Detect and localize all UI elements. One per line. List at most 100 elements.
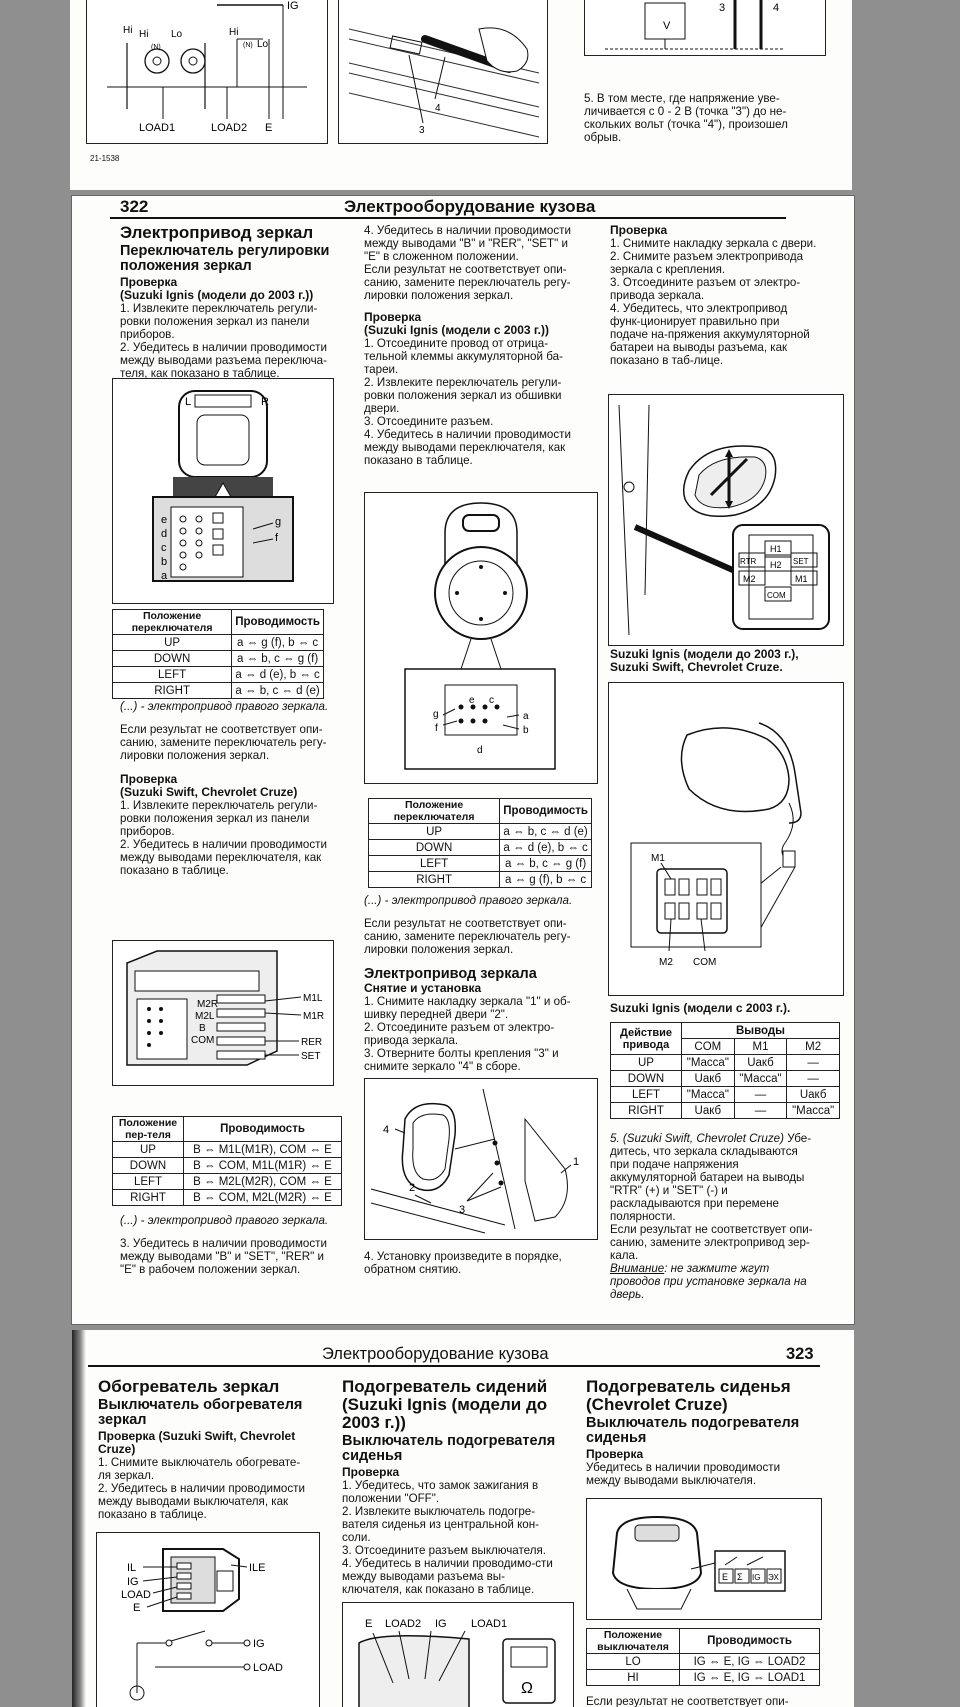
label-h1: H1 bbox=[770, 544, 782, 554]
voltmeter-illustration: V 3 4 bbox=[605, 0, 785, 50]
label-m2r: M2R bbox=[197, 999, 218, 1010]
paragraph: 4. Установку произведите в порядке, обра… bbox=[364, 1250, 562, 1276]
label-m2l: M2L bbox=[195, 1011, 215, 1022]
footnote: (...) - электропривод правого зеркала. bbox=[364, 894, 573, 907]
column-3-end: 5. (Suzuki Swift, Chevrolet Cruze) Убе-д… bbox=[610, 1132, 820, 1301]
table-header: Положение пер-теля bbox=[112, 1116, 184, 1142]
paragraph: 1. Извлеките переключатель регули-ровки … bbox=[120, 302, 318, 341]
label-m1l: M1L bbox=[303, 993, 323, 1004]
table-header: Положение переключателя bbox=[111, 609, 233, 635]
label-m2: M2 bbox=[743, 574, 756, 584]
circuit-diagram-figure: IG Hi Hi (N) Lo Hi (N) Lo LOAD1 LOAD2 E bbox=[86, 0, 328, 144]
label-load2: LOAD2 bbox=[211, 122, 247, 134]
table-cell: LEFT bbox=[112, 1173, 184, 1190]
table-header: Проводимость bbox=[231, 609, 324, 635]
table-cell: — bbox=[786, 1070, 840, 1087]
paragraph: 4. Убедитесь в наличии проводимости межд… bbox=[364, 428, 571, 467]
label-ig: IG bbox=[253, 1638, 265, 1650]
table-cell: "Масса" bbox=[786, 1102, 840, 1119]
warning-label: Внимание bbox=[610, 1262, 665, 1275]
table-cell: RIGHT bbox=[610, 1102, 682, 1119]
label-1: 1 bbox=[573, 1156, 579, 1168]
paragraph: 1. Убедитесь, что замок зажигания в поло… bbox=[342, 1479, 539, 1505]
header-rule bbox=[110, 217, 786, 219]
table-cell: UP bbox=[367, 823, 501, 840]
table-cell: "Масса" bbox=[681, 1054, 735, 1071]
heading-check: Проверка bbox=[120, 772, 178, 786]
figure-caption: Suzuki Ignis (модели до 2003 г.), Suzuki… bbox=[610, 647, 799, 674]
table-cell: a ⇔ d (e), b ⇔ c bbox=[499, 839, 592, 856]
paragraph: 5. (Suzuki Swift, Chevrolet Cruze) Убе-д… bbox=[610, 1132, 820, 1223]
seat-switch-diagram: E LOAD2 IG LOAD1 Ω bbox=[358, 1618, 556, 1707]
heading-mirror-switch: Переключатель регулировки положения зерк… bbox=[120, 243, 330, 274]
column-2: 4. Убедитесь в наличии проводимости межд… bbox=[364, 224, 580, 467]
label-d: d bbox=[477, 745, 483, 756]
footnote: (...) - электропривод правого зеркала. bbox=[120, 1214, 329, 1227]
heading-check: Проверка (Suzuki Swift, Chevrolet Cruze) bbox=[98, 1429, 296, 1456]
table-cell: a ⇔ b, c ⇔ g (f) bbox=[499, 855, 592, 872]
label-4: 4 bbox=[435, 103, 441, 114]
heater-switch-diagram: IL ILE IG LOAD E IG LOAD bbox=[121, 1548, 283, 1701]
paragraph: 3. Отсоедините разъем выключателя. bbox=[342, 1544, 546, 1557]
table-cell: Uакб bbox=[786, 1086, 840, 1103]
probe-illustration-figure: 4 3 bbox=[338, 0, 548, 144]
heater-switch-figure: IL ILE IG LOAD E IG LOAD bbox=[96, 1532, 320, 1707]
binding-shadow bbox=[72, 1330, 86, 1707]
label-ig: IG bbox=[435, 1618, 447, 1630]
label-v: V bbox=[663, 20, 671, 32]
paragraph-text: Убе-дитесь, что зеркала складываются при… bbox=[610, 1132, 812, 1223]
page-322: 322 Электрооборудование кузова Электропр… bbox=[72, 196, 854, 1324]
heading-check: Проверка bbox=[364, 310, 422, 324]
label-3: 3 bbox=[459, 1204, 465, 1216]
heading-model: (Suzuki Ignis (модели до 2003 г.)) bbox=[120, 288, 314, 302]
label-c: c bbox=[489, 695, 494, 706]
table-cell: RIGHT bbox=[367, 871, 501, 888]
figure-caption: Suzuki Ignis (модели с 2003 г.). bbox=[610, 1001, 791, 1015]
heading-check: Проверка bbox=[586, 1447, 644, 1461]
mirror-removal-illustration: 4 2 3 1 bbox=[370, 1088, 579, 1234]
actuator-voltage-table: Действие привода Выводы COM M1 M2 UP"Мас… bbox=[610, 1022, 840, 1119]
label-m1r: M1R bbox=[303, 1011, 324, 1022]
circuit-diagram: IG Hi Hi (N) Lo Hi (N) Lo LOAD1 LOAD2 E bbox=[107, 0, 307, 134]
table-cell: HI bbox=[586, 1669, 680, 1686]
heading-mirror-drive: Электропривод зеркал bbox=[120, 223, 314, 242]
table-cell: — bbox=[733, 1086, 788, 1103]
table-cell: B ⇔ M2L(M2R), COM ⇔ E bbox=[183, 1173, 342, 1190]
paragraph: 3. Убедитесь в наличии проводимости межд… bbox=[120, 1237, 327, 1276]
table-cell: RIGHT bbox=[111, 682, 233, 699]
mirror-connector-diagram-2003: M1 M2 COM bbox=[630, 722, 802, 968]
cruze-switch-figure: E Σ IG ЭХ bbox=[586, 1498, 822, 1620]
paragraph: Убедитесь в наличии проводимости между в… bbox=[586, 1461, 781, 1487]
table-cell: B ⇔ COM, M1L(M1R) ⇔ E bbox=[183, 1157, 342, 1174]
warning: Внимание: не зажмите жгут проводов при у… bbox=[610, 1262, 820, 1301]
voltmeter-figure: V 3 4 bbox=[584, 0, 826, 56]
table-cell: UP bbox=[111, 634, 233, 651]
label-e: e bbox=[469, 695, 475, 706]
label-e: E bbox=[722, 1572, 728, 1582]
table-cell: a ⇔ g (f), b ⇔ c bbox=[231, 634, 324, 651]
label-a: a bbox=[523, 711, 529, 722]
mirror-connector-diagram: H1 H2 RTR SET M2 M1 COM bbox=[618, 404, 830, 636]
column-1-end: (...) - электропривод правого зеркала. 3… bbox=[120, 1214, 334, 1276]
label-b: B bbox=[199, 1023, 206, 1034]
label-g: g bbox=[433, 709, 439, 720]
table-row: UP"Масса"Uакб— bbox=[610, 1054, 840, 1071]
header-rule bbox=[88, 1365, 820, 1367]
label-ig: IG bbox=[127, 1576, 139, 1588]
table-cell: LO bbox=[586, 1653, 680, 1670]
label-f: f bbox=[435, 723, 438, 734]
label-lo: Lo bbox=[171, 29, 183, 40]
column-2: Подогреватель сидений (Suzuki Ignis (мод… bbox=[342, 1378, 558, 1597]
column-1: Электропривод зеркал Переключатель регул… bbox=[120, 223, 334, 381]
